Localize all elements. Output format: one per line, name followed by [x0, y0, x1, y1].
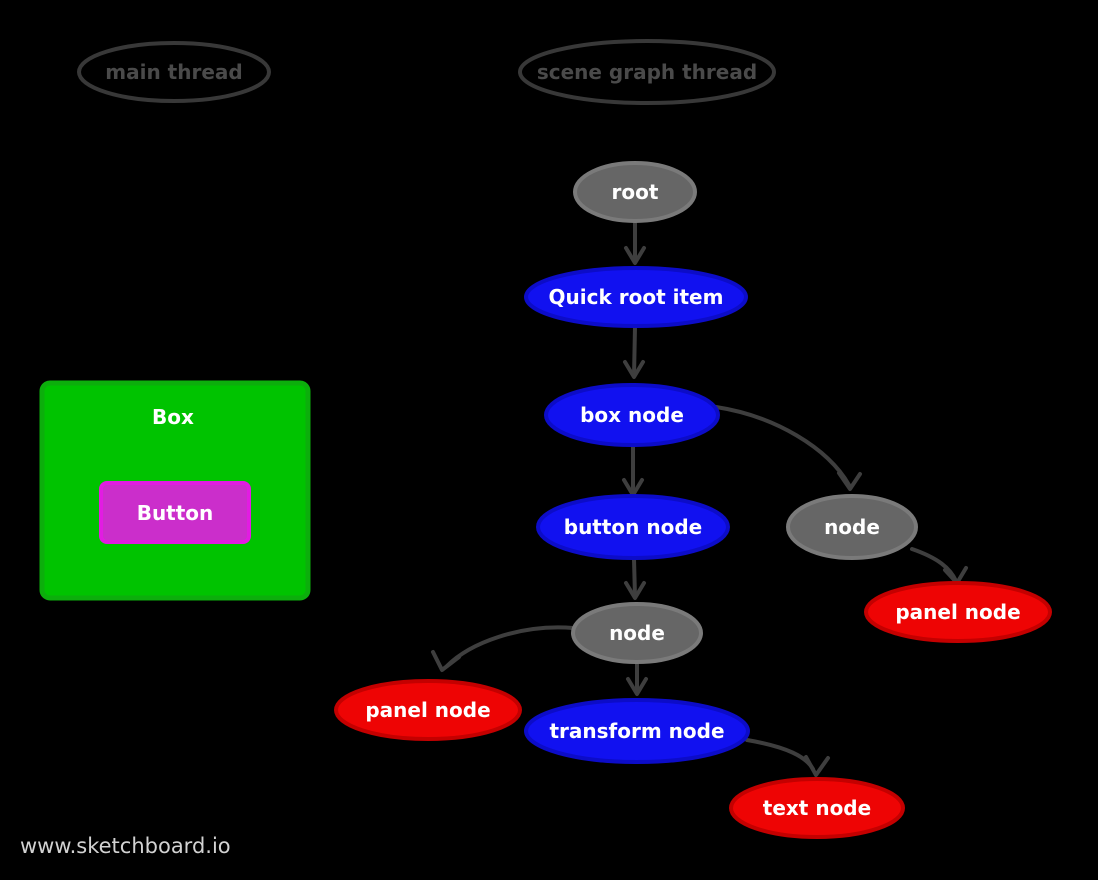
box-label: Box	[152, 405, 194, 429]
main-thread-ellipse[interactable]	[77, 41, 271, 103]
scene-graph-thread-label: scene graph thread	[537, 60, 757, 84]
edge-transform-node-to-text-node-arrowhead	[804, 755, 830, 777]
button-label: Button	[137, 501, 214, 525]
sketchboard-watermark: www.sketchboard.io	[20, 834, 231, 858]
node-node-right-label: node	[824, 515, 880, 539]
node-node-lower-label: node	[609, 621, 665, 645]
node-panel-node-left[interactable]	[334, 679, 522, 741]
edge-box-node-to-node-right[interactable]	[714, 405, 851, 487]
node-box-node-label: box node	[580, 403, 684, 427]
node-transform-node-label: transform node	[549, 719, 724, 743]
node-root[interactable]	[573, 161, 697, 223]
edge-transform-node-to-text-node[interactable]	[745, 738, 815, 771]
node-node-lower[interactable]	[571, 602, 703, 664]
node-panel-node-left-label: panel node	[365, 698, 490, 722]
node-panel-node-right[interactable]	[864, 581, 1052, 643]
edge-button-node-to-node-lower-arrowhead	[624, 581, 646, 600]
node-transform-node[interactable]	[524, 698, 750, 764]
node-box-node[interactable]	[544, 383, 720, 447]
node-quick-root-item[interactable]	[524, 266, 748, 328]
edge-node-lower-to-panel-node-left-arrowhead	[431, 650, 461, 672]
node-button-node-label: button node	[564, 515, 702, 539]
node-quick-root-item-label: Quick root item	[549, 285, 724, 309]
node-text-node[interactable]	[729, 777, 905, 839]
edge-button-node-to-node-lower[interactable]	[632, 557, 637, 599]
button-shape[interactable]	[99, 481, 251, 544]
edge-node-lower-to-transform-node-arrowhead	[626, 677, 648, 696]
edge-box-node-to-node-right-arrowhead	[837, 471, 862, 491]
edge-quick-root-item-to-box-node-arrowhead	[623, 360, 645, 379]
node-panel-node-right-label: panel node	[895, 600, 1020, 624]
edge-quick-root-item-to-box-node[interactable]	[632, 325, 637, 378]
node-node-right[interactable]	[786, 494, 918, 560]
node-button-node[interactable]	[536, 494, 730, 560]
main-thread-label: main thread	[105, 60, 242, 84]
edge-node-lower-to-panel-node-left[interactable]	[445, 625, 575, 668]
node-text-node-label: text node	[763, 796, 871, 820]
scene-graph-thread-ellipse[interactable]	[518, 39, 776, 105]
edge-root-to-quick-root-item-arrowhead	[624, 246, 646, 265]
node-root-label: root	[612, 180, 659, 204]
